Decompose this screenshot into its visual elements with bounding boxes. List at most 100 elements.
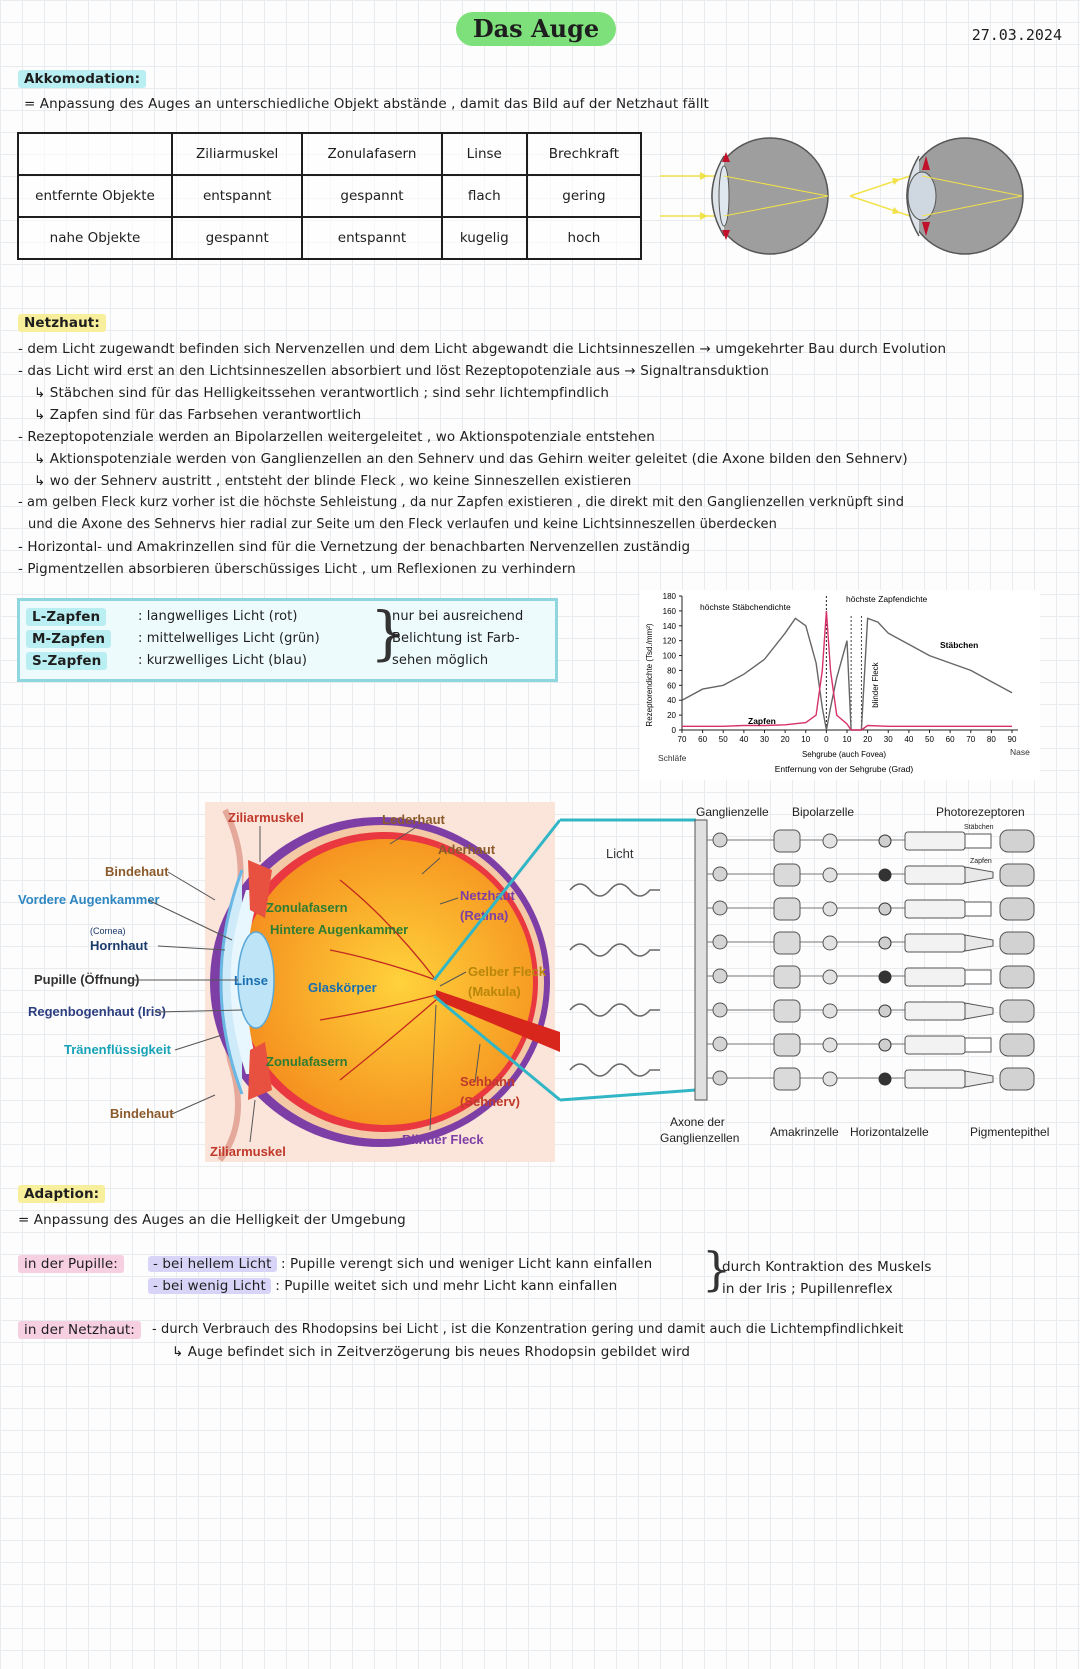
wenig-text: : Pupille weitet sich und mehr Licht kan… (275, 1278, 618, 1294)
label-bipolarzelle: Bipolarzelle (792, 805, 854, 819)
label-staebchen: Stäbchen (964, 824, 994, 831)
horizontal-cell (878, 1004, 892, 1018)
chart-y-tick-label: 40 (667, 696, 676, 705)
pigment-epithel-cell (999, 1067, 1035, 1091)
amakrin-cell (773, 897, 801, 921)
table-row: nahe Objekte gespannt entspannt kugelig … (17, 216, 643, 260)
chart-x-tick-label: 20 (863, 735, 872, 744)
netzhaut-line: - das Licht wird erst an den Lichtsinnes… (18, 363, 769, 379)
zapfen-desc: : mittelwelliges Licht (grün) (138, 631, 320, 646)
label-gelber-fleck: Gelber Fleck (468, 964, 547, 979)
bipolar-cell (822, 901, 838, 917)
adaption-definition: = Anpassung des Auges an die Helligkeit … (18, 1212, 406, 1228)
photoreceptor-body (904, 933, 966, 953)
horizontal-cell (878, 970, 892, 984)
chart-x-tick-label: 0 (824, 735, 829, 744)
glaskoerper-body (239, 839, 533, 1125)
chart-x-tick-label: 30 (760, 735, 769, 744)
label-traenenfluessigkeit: Tränenflüssigkeit (64, 1042, 172, 1057)
pigment-epithel-cell (999, 863, 1035, 887)
label-bindehaut-top: Bindehaut (105, 864, 169, 879)
ganglion-cell (712, 900, 728, 916)
photoreceptor-body (904, 1001, 966, 1021)
label-hintere-augenkammer: Hintere Augenkammer (270, 922, 408, 937)
hell-text: : Pupille verengt sich und weniger Licht… (280, 1256, 653, 1272)
ziliarmuskel-bottom-shape (248, 1042, 272, 1100)
label-glaskoerper: Glaskörper (308, 980, 377, 995)
label-axone-der: Axone der (670, 1115, 725, 1129)
rod-outer-segment (964, 969, 992, 985)
ganglion-cell (712, 832, 728, 848)
accommodation-eyes-illustration (660, 137, 1024, 255)
pigment-epithel-cell (999, 897, 1035, 921)
light-wave-arrows (569, 883, 660, 1077)
eye-cross-section-diagram: Ziliarmuskel Lederhaut Aderhaut Bindehau… (18, 802, 560, 1162)
chart-x-axis-title: Sehgrube (auch Fovea) (802, 750, 886, 759)
chart-x-tick-label: 10 (801, 735, 810, 744)
chart-y-tick-label: 0 (672, 726, 677, 735)
bipolar-cell (822, 1037, 838, 1053)
zapfen-desc: : kurzwelliges Licht (blau) (138, 653, 308, 668)
rod-outer-segment (964, 1037, 992, 1053)
bipolar-cell (822, 833, 838, 849)
wenig-label: - bei wenig Licht (148, 1278, 271, 1294)
chart-x-tick-label: 60 (698, 735, 707, 744)
axon-layer (694, 819, 708, 1101)
blood-vessels (319, 879, 437, 1081)
ganglion-cell (712, 968, 728, 984)
eye-labels: Ziliarmuskel Lederhaut Aderhaut Bindehau… (18, 810, 547, 1159)
zoom-line-bottom (560, 1088, 697, 1102)
akkommodation-table: Ziliarmuskel Zonulafasern Linse Brechkra… (17, 132, 643, 260)
photoreceptor-body (904, 899, 966, 919)
pigment-epithel-cell (999, 999, 1035, 1023)
photoreceptor-body (904, 967, 966, 987)
ganglion-cell (712, 1070, 728, 1086)
zapfen-names: L-Zapfen M-Zapfen S-Zapfen (26, 606, 112, 672)
chart-y-tick-label: 120 (663, 637, 677, 646)
chart-x-tick-label: 80 (987, 735, 996, 744)
akkommodation-definition: = Anpassung des Auges an unterschiedlich… (24, 96, 709, 112)
chart-xlabel: Entfernung von der Sehgrube (Grad) (775, 764, 914, 774)
zapfen-name: S-Zapfen (26, 652, 108, 670)
retina-labels: Ganglienzelle Bipolarzelle Photorezeptor… (660, 805, 1049, 1145)
chart-x-tick-label: 50 (925, 735, 934, 744)
label-ganglienzelle: Ganglienzelle (696, 805, 769, 819)
label-vordere-augenkammer: Vordere Augenkammer (18, 892, 160, 907)
cone-outer-segment (964, 1002, 994, 1020)
label-licht: Licht (606, 846, 634, 861)
netzhaut-heading: Netzhaut: (18, 314, 106, 332)
table-cell: gering (525, 174, 643, 218)
zapfen-descriptions: : langwelliges Licht (rot) : mittelwelli… (138, 606, 320, 672)
table-cell: gespannt (301, 174, 443, 218)
sehnerv-shape (436, 990, 560, 1052)
horizontal-cell (878, 1072, 892, 1086)
chart-right-label: Nase (1010, 747, 1030, 757)
eye-near-illustration (849, 137, 1024, 255)
chart-x-tick-label: 20 (781, 735, 790, 744)
zapfen-name: M-Zapfen (26, 630, 112, 648)
adaption-hell-row: - bei hellem Licht : Pupille verengt sic… (148, 1256, 652, 1272)
table-row: entfernte Objekte entspannt gespannt fla… (17, 174, 643, 218)
bipolar-cell (822, 969, 838, 985)
netzhaut-line: - Pigmentzellen absorbieren überschüssig… (18, 561, 576, 577)
table-cell: hoch (525, 216, 643, 260)
chart-x-tick-label: 10 (843, 735, 852, 744)
brace-icon: } (370, 599, 407, 667)
table-cell: kugelig (440, 216, 528, 260)
chart-y-tick-label: 140 (663, 622, 677, 631)
chart-annotation-staebchen: höchste Stäbchendichte (700, 602, 791, 612)
bipolar-cell (822, 935, 838, 951)
label-amakrinzelle: Amakrinzelle (770, 1125, 839, 1139)
brace-icon: } (702, 1242, 732, 1296)
netzhaut-line: ↳ wo der Sehnerv austritt , entsteht der… (34, 473, 632, 489)
label-makula: (Makula) (468, 984, 521, 999)
chart-annotation-blinder-fleck: blinder Fleck (871, 661, 880, 707)
chart-x-tick-label: 70 (966, 735, 975, 744)
cone-outer-segment (964, 1070, 994, 1088)
chart-x-tick-label: 70 (678, 735, 687, 744)
label-photorezeptoren: Photorezeptoren (936, 805, 1025, 819)
page-title: Das Auge (456, 12, 616, 46)
horizontal-cell (878, 834, 892, 848)
rezeptorendichte-chart: Rezeptorendichte (Tsd./mm²) 020406080100… (640, 590, 1040, 780)
table-cell: entspannt (170, 174, 304, 218)
